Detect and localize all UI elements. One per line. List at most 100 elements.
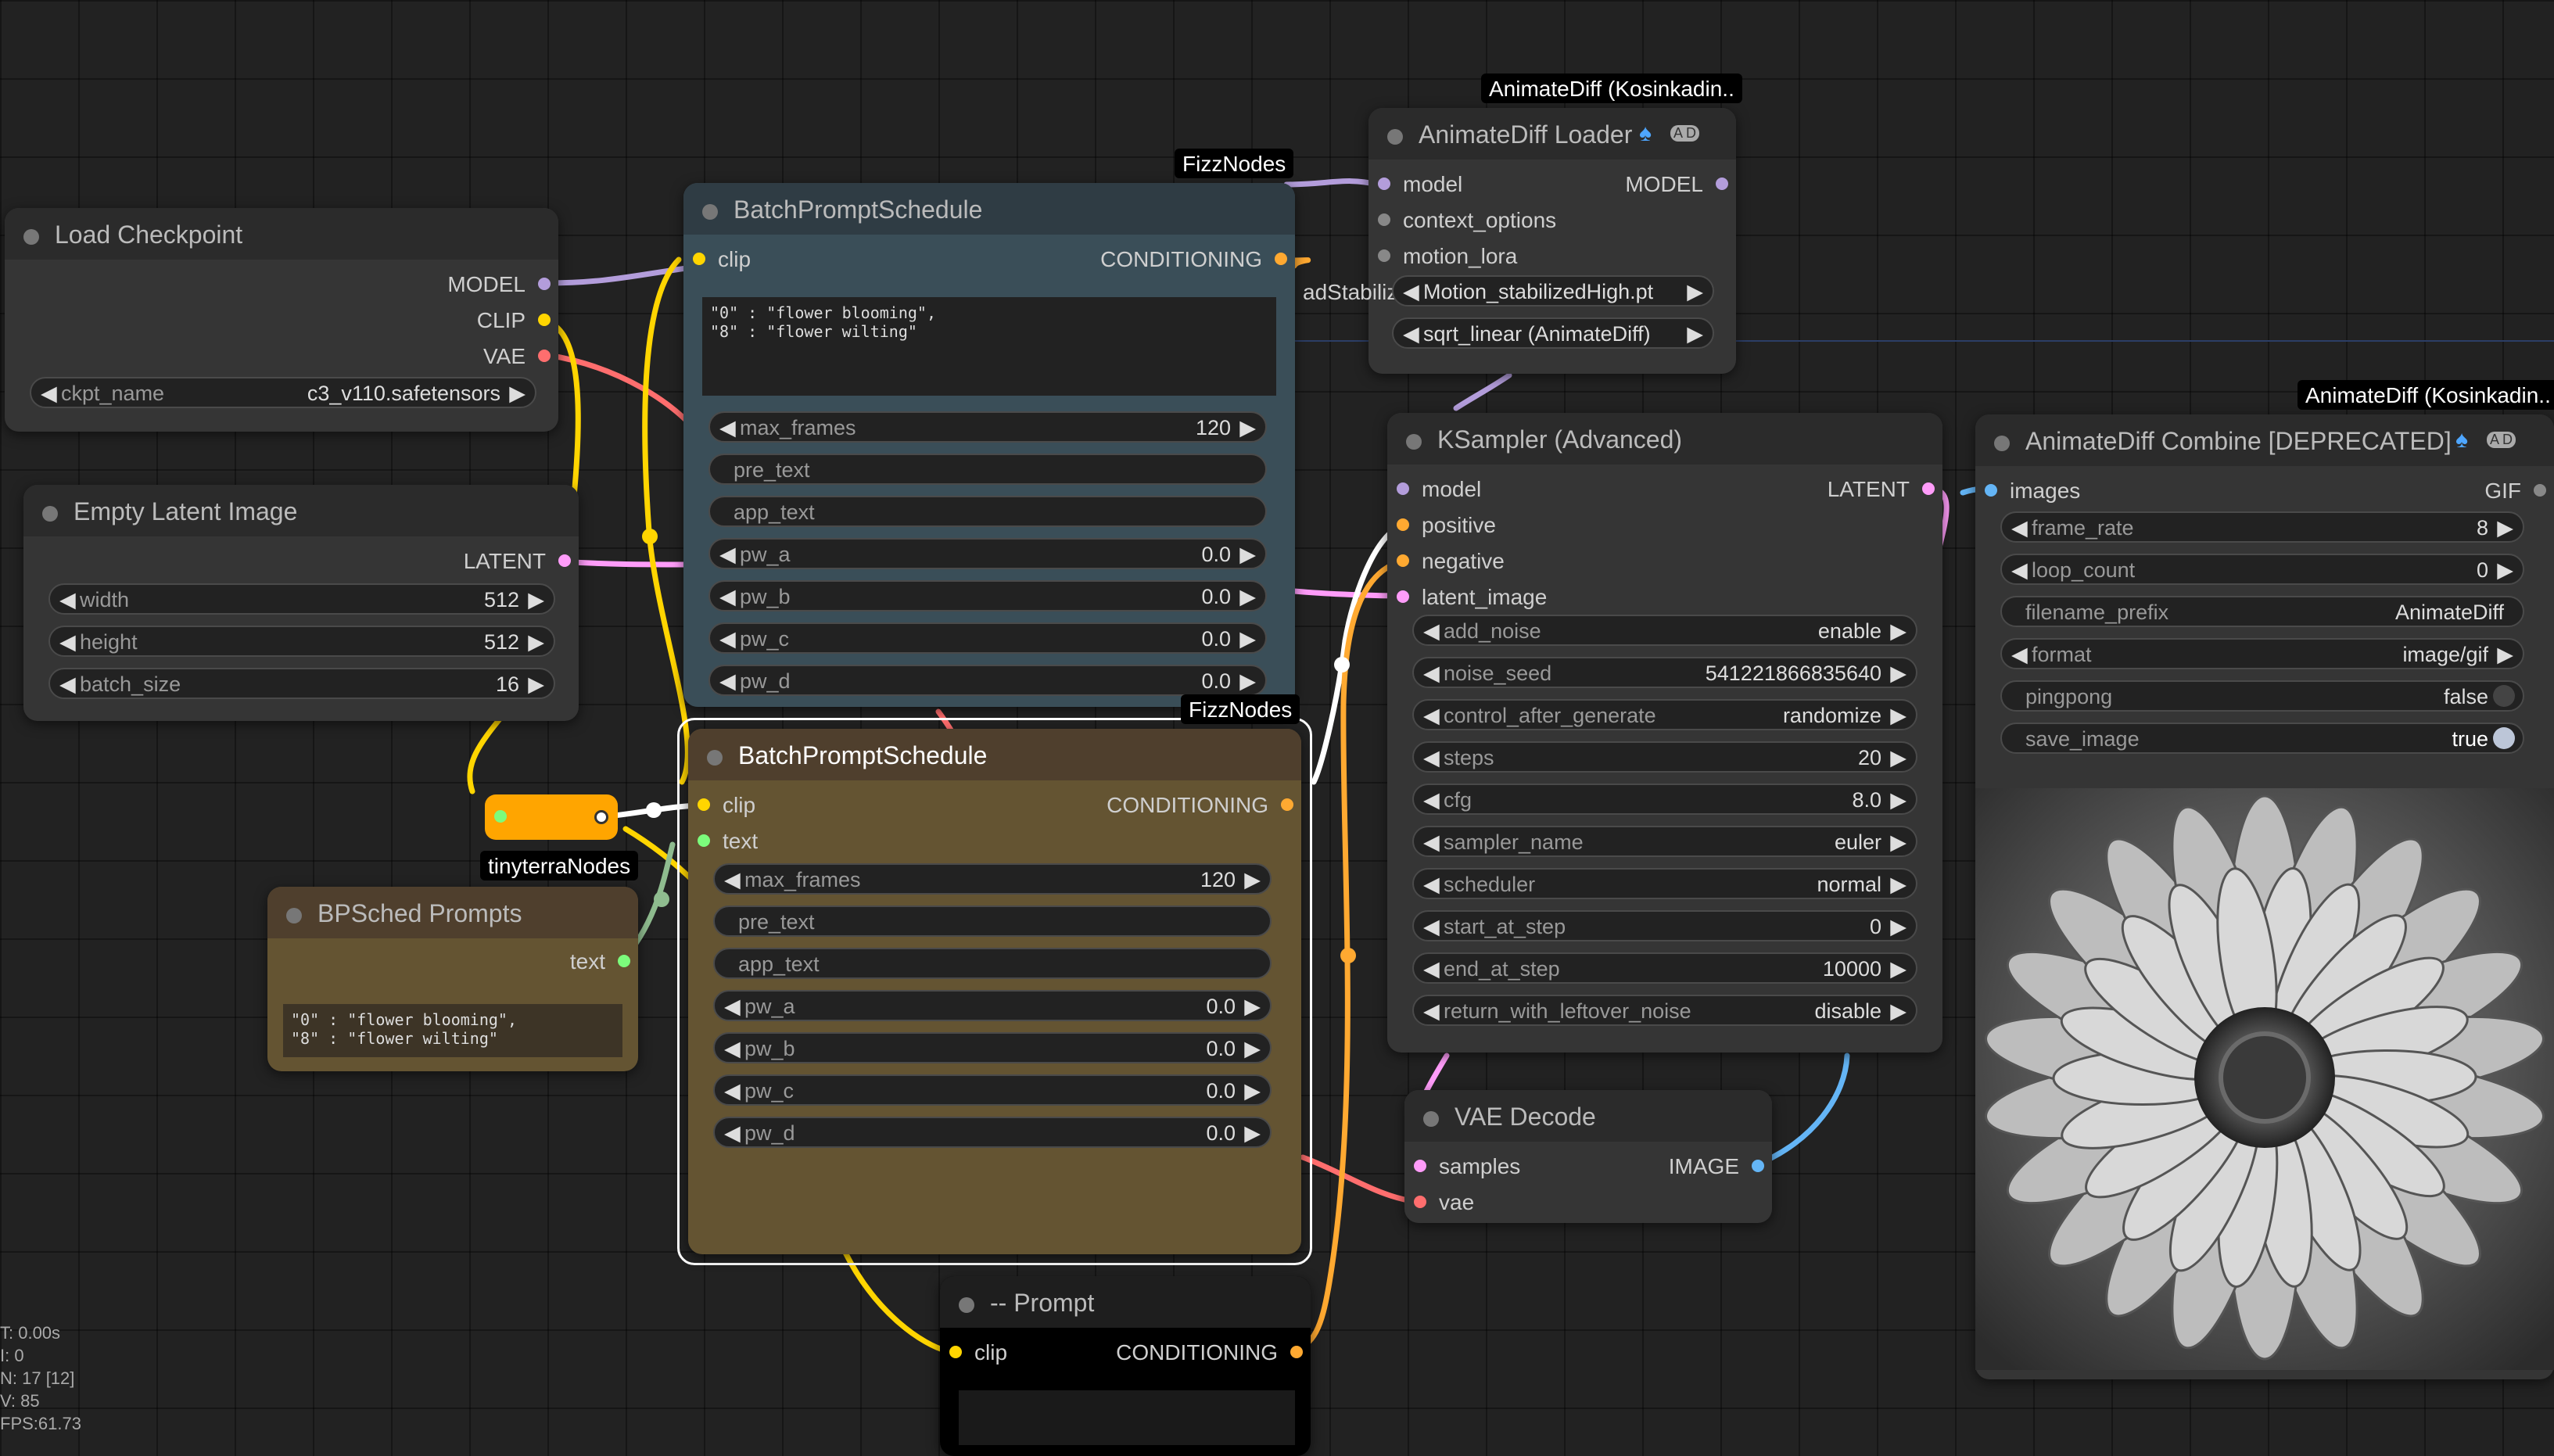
decrement-arrow-icon[interactable]: ◀ xyxy=(719,585,736,608)
increment-arrow-icon[interactable]: ▶ xyxy=(1239,669,1256,693)
input-slot-images[interactable] xyxy=(1985,484,1997,497)
decrement-arrow-icon[interactable]: ◀ xyxy=(724,1079,741,1103)
decrement-arrow-icon[interactable]: ◀ xyxy=(724,868,741,891)
decrement-arrow-icon[interactable]: ◀ xyxy=(2011,558,2028,582)
decrement-arrow-icon[interactable]: ◀ xyxy=(724,1121,741,1145)
increment-arrow-icon[interactable]: ▶ xyxy=(1239,585,1256,608)
increment-arrow-icon[interactable]: ▶ xyxy=(1890,830,1907,854)
node-title-bar[interactable]: AnimateDiff Loader♠A D xyxy=(1368,108,1736,160)
beta-schedule-combo[interactable]: ◀sqrt_linear (AnimateDiff)▶ xyxy=(1392,317,1714,349)
increment-arrow-icon[interactable]: ▶ xyxy=(1890,746,1907,769)
node-vae-decode[interactable]: VAE Decode samples vae IMAGE xyxy=(1404,1090,1772,1223)
decrement-arrow-icon[interactable]: ◀ xyxy=(719,627,736,651)
decrement-arrow-icon[interactable]: ◀ xyxy=(719,669,736,693)
increment-arrow-icon[interactable]: ▶ xyxy=(1890,662,1907,685)
pre-text-widget[interactable]: pre_text xyxy=(708,454,1267,485)
decrement-arrow-icon[interactable]: ◀ xyxy=(724,1037,741,1060)
node-title-bar[interactable]: Load Checkpoint xyxy=(5,208,558,260)
increment-arrow-icon[interactable]: ▶ xyxy=(1244,995,1261,1018)
output-slot-text[interactable] xyxy=(618,955,630,967)
increment-arrow-icon[interactable]: ▶ xyxy=(1244,1079,1261,1103)
decrement-arrow-icon[interactable]: ◀ xyxy=(1423,704,1440,727)
input-slot-vae[interactable] xyxy=(1414,1196,1426,1208)
decrement-arrow-icon[interactable]: ◀ xyxy=(1423,788,1440,812)
increment-arrow-icon[interactable]: ▶ xyxy=(1244,868,1261,891)
increment-arrow-icon[interactable]: ▶ xyxy=(1687,280,1703,303)
output-slot-vae[interactable] xyxy=(538,350,551,362)
toggle-on-icon[interactable] xyxy=(2493,727,2515,749)
decrement-arrow-icon[interactable]: ◀ xyxy=(1423,999,1440,1023)
decrement-arrow-icon[interactable]: ◀ xyxy=(1423,619,1440,643)
increment-arrow-icon[interactable]: ▶ xyxy=(1239,627,1256,651)
decrement-arrow-icon[interactable]: ◀ xyxy=(1423,915,1440,938)
pre-text-widget[interactable]: pre_text xyxy=(713,906,1272,937)
reroute-node[interactable] xyxy=(485,794,618,840)
increment-arrow-icon[interactable]: ▶ xyxy=(1239,543,1256,566)
decrement-arrow-icon[interactable]: ◀ xyxy=(1423,662,1440,685)
increment-arrow-icon[interactable]: ▶ xyxy=(1244,1037,1261,1060)
model-name-combo[interactable]: ◀Motion_stabilizedHigh.pt▶ xyxy=(1392,275,1714,307)
input-slot-text[interactable] xyxy=(698,834,710,847)
node-title-bar[interactable]: VAE Decode xyxy=(1404,1090,1772,1142)
node-animatediff-loader[interactable]: AnimateDiff Loader♠A D model context_opt… xyxy=(1303,108,1736,374)
increment-arrow-icon[interactable]: ▶ xyxy=(1244,1121,1261,1145)
app-text-widget[interactable]: app_text xyxy=(708,496,1267,527)
decrement-arrow-icon[interactable]: ◀ xyxy=(1403,322,1419,346)
collapse-dot[interactable] xyxy=(702,204,718,220)
node-batch-prompt-schedule-bottom[interactable]: BatchPromptSchedule clip text CONDITIONI… xyxy=(688,729,1301,1254)
output-slot-conditioning[interactable] xyxy=(1281,798,1293,811)
collapse-dot[interactable] xyxy=(1423,1111,1439,1127)
decrement-arrow-icon[interactable]: ◀ xyxy=(59,672,76,696)
collapse-dot[interactable] xyxy=(707,750,723,766)
collapse-dot[interactable] xyxy=(286,908,302,923)
input-slot-clip[interactable] xyxy=(693,253,705,265)
decrement-arrow-icon[interactable]: ◀ xyxy=(2011,643,2028,666)
increment-arrow-icon[interactable]: ▶ xyxy=(1239,416,1256,439)
decrement-arrow-icon[interactable]: ◀ xyxy=(59,588,76,611)
input-slot-clip[interactable] xyxy=(949,1346,962,1358)
increment-arrow-icon[interactable]: ▶ xyxy=(528,672,544,696)
output-slot-gif[interactable] xyxy=(2534,484,2546,497)
node-animatediff-combine[interactable]: AnimateDiff Combine [DEPRECATED]♠A D ima… xyxy=(1975,414,2554,1379)
node-bpsched-prompts[interactable]: BPSched Prompts text "0" : "flower bloom… xyxy=(267,887,638,1071)
increment-arrow-icon[interactable]: ▶ xyxy=(1890,957,1907,981)
collapse-dot[interactable] xyxy=(1406,434,1422,450)
decrement-arrow-icon[interactable]: ◀ xyxy=(1423,830,1440,854)
input-slot-latent-image[interactable] xyxy=(1397,590,1409,603)
input-slot-context-options[interactable] xyxy=(1378,213,1390,226)
output-slot-latent[interactable] xyxy=(1922,482,1935,495)
collapse-dot[interactable] xyxy=(1387,129,1403,145)
output-slot-clip[interactable] xyxy=(538,314,551,326)
node-title-bar[interactable]: Empty Latent Image xyxy=(23,485,579,536)
collapse-dot[interactable] xyxy=(1994,436,2010,451)
node-title-bar[interactable]: KSampler (Advanced) xyxy=(1387,413,1942,464)
input-slot-samples[interactable] xyxy=(1414,1160,1426,1172)
node-title-bar[interactable]: BPSched Prompts xyxy=(267,887,638,938)
input-slot-model[interactable] xyxy=(1397,482,1409,495)
decrement-arrow-icon[interactable]: ◀ xyxy=(1423,873,1440,896)
increment-arrow-icon[interactable]: ▶ xyxy=(2497,516,2513,540)
decrement-arrow-icon[interactable]: ◀ xyxy=(41,382,57,405)
node-title-bar[interactable]: BatchPromptSchedule xyxy=(683,183,1295,235)
node-title-bar[interactable]: AnimateDiff Combine [DEPRECATED]♠A D xyxy=(1975,414,2554,466)
input-slot-motion-lora[interactable] xyxy=(1378,249,1390,262)
node-batch-prompt-schedule-top[interactable]: BatchPromptSchedule clip CONDITIONING "0… xyxy=(683,183,1295,707)
increment-arrow-icon[interactable]: ▶ xyxy=(528,630,544,654)
